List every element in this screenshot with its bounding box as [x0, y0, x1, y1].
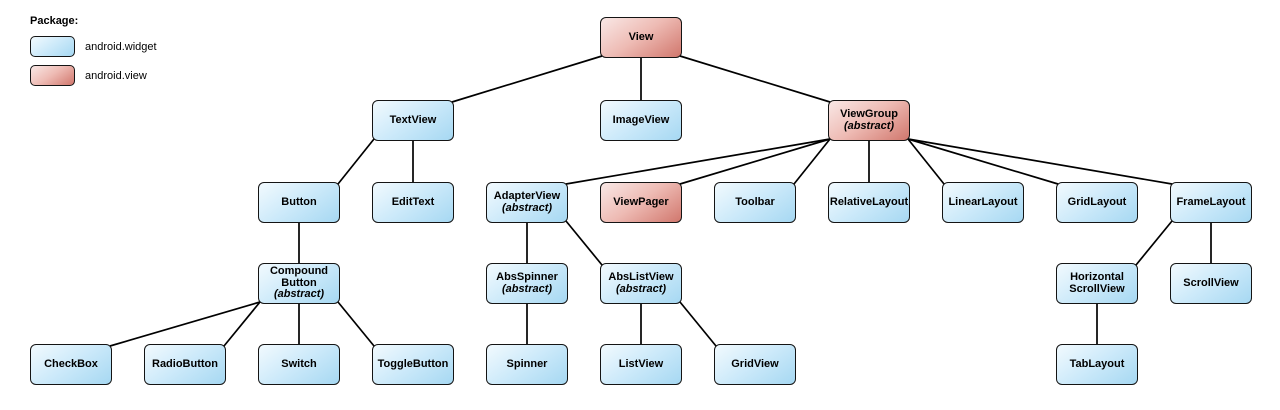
node-tablayout: TabLayout — [1056, 344, 1138, 385]
node-label: (abstract) — [501, 201, 553, 214]
node-label: AbsSpinner — [496, 271, 558, 283]
legend-title: Package: — [30, 15, 79, 27]
node-listview: ListView — [600, 344, 682, 385]
edge-abslistview-gridview — [679, 301, 717, 347]
node-relativelayout: RelativeLayout — [828, 182, 910, 223]
node-label: GridView — [731, 357, 779, 370]
node-label: EditText — [391, 195, 435, 208]
node-label: RelativeLayout — [829, 195, 909, 208]
node-label: FrameLayout — [1176, 195, 1246, 208]
edge-view-textview — [451, 55, 603, 103]
node-radiobutton: RadioButton — [144, 344, 226, 385]
edge-viewgroup-toolbar — [793, 138, 831, 185]
node-viewpager: ViewPager — [600, 182, 682, 223]
node-label: Button — [281, 276, 317, 289]
edge-framelayout-horizontalscrollview — [1135, 220, 1173, 266]
node-abslistview: AbsListView(abstract) — [600, 263, 682, 304]
node-spinner: Spinner — [486, 344, 568, 385]
node-label: TextView — [389, 113, 437, 126]
node-label: AdapterView — [493, 190, 561, 202]
node-viewgroup: ViewGroup(abstract) — [828, 100, 910, 141]
node-label: (abstract) — [615, 282, 667, 295]
node-label: ToggleButton — [377, 357, 449, 370]
node-label: Compound — [269, 265, 329, 278]
node-textview: TextView — [372, 100, 454, 141]
node-togglebutton: ToggleButton — [372, 344, 454, 385]
node-scrollview: ScrollView — [1170, 263, 1252, 304]
edge-viewgroup-adapterview — [565, 138, 831, 185]
edge-viewgroup-gridlayout — [907, 138, 1059, 185]
node-label: (abstract) — [273, 288, 325, 301]
node-label: Button — [281, 195, 317, 208]
edge-textview-button — [337, 138, 375, 185]
node-toolbar: Toolbar — [714, 182, 796, 223]
node-label: (abstract) — [501, 282, 553, 295]
node-framelayout: FrameLayout — [1170, 182, 1252, 223]
edge-viewgroup-framelayout — [907, 138, 1173, 185]
edge-viewgroup-linearlayout — [907, 138, 945, 185]
node-button: Button — [258, 182, 340, 223]
legend-label: android.widget — [85, 40, 157, 53]
node-label: ScrollView — [1183, 276, 1239, 289]
node-label: RadioButton — [152, 357, 218, 370]
node-edittext: EditText — [372, 182, 454, 223]
node-adapterview: AdapterView(abstract) — [486, 182, 568, 223]
edge-viewgroup-viewpager — [679, 138, 831, 185]
node-gridview: GridView — [714, 344, 796, 385]
node-imageview: ImageView — [600, 100, 682, 141]
node-absspinner: AbsSpinner(abstract) — [486, 263, 568, 304]
node-label: CheckBox — [44, 357, 98, 370]
node-label: TabLayout — [1069, 357, 1125, 370]
node-label: ViewPager — [613, 195, 669, 208]
legend-label: android.view — [85, 69, 147, 82]
edge-compoundbutton-radiobutton — [223, 301, 261, 347]
node-label: View — [628, 30, 654, 43]
node-label: LinearLayout — [948, 195, 1018, 208]
node-label: AbsListView — [608, 271, 674, 283]
node-label: ImageView — [612, 113, 670, 126]
widget-color-swatch — [30, 36, 75, 57]
node-label: Toolbar — [735, 195, 775, 208]
node-label: Switch — [281, 357, 317, 370]
node-checkbox: CheckBox — [30, 344, 112, 385]
node-label: ListView — [618, 357, 664, 370]
node-switch: Switch — [258, 344, 340, 385]
edge-view-viewgroup — [679, 55, 831, 103]
node-label: Horizontal — [1070, 271, 1124, 283]
edge-compoundbutton-togglebutton — [337, 301, 375, 347]
edge-compoundbutton-checkbox — [109, 301, 261, 347]
node-label: ViewGroup — [840, 108, 898, 120]
node-label: GridLayout — [1067, 195, 1127, 208]
node-label: (abstract) — [843, 119, 895, 132]
node-label: Spinner — [506, 357, 548, 370]
edge-adapterview-abslistview — [565, 220, 603, 266]
node-linearlayout: LinearLayout — [942, 182, 1024, 223]
view-color-swatch — [30, 65, 75, 86]
node-view: View — [600, 17, 682, 58]
node-gridlayout: GridLayout — [1056, 182, 1138, 223]
legend: Package: android.widget android.view — [30, 15, 157, 94]
legend-item-android-widget: android.widget — [30, 36, 157, 57]
legend-item-android-view: android.view — [30, 65, 157, 86]
node-label: ScrollView — [1069, 282, 1125, 295]
